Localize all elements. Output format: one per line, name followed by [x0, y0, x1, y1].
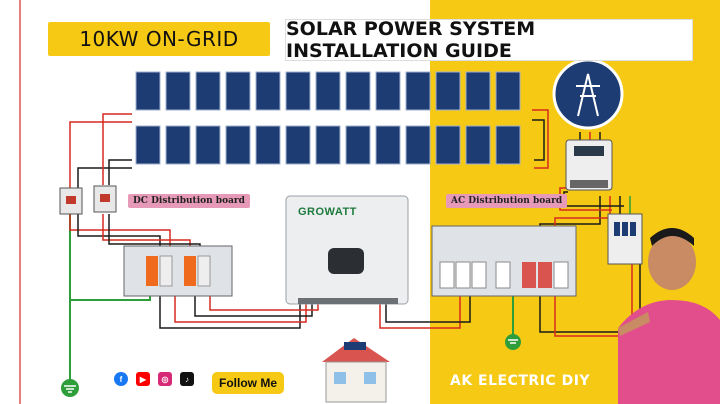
channel-name: AK ELECTRIC DIY: [450, 373, 591, 389]
facebook-icon[interactable]: f: [114, 372, 128, 386]
main-breaker: [607, 213, 643, 265]
follow-me-label: Follow Me: [219, 376, 277, 390]
house-illustration: [322, 338, 390, 403]
presenter-figure: [618, 228, 720, 404]
dc-board-label: DC Distribution board: [128, 194, 250, 208]
dc-isolator-switch-1: [59, 187, 83, 215]
tiktok-icon[interactable]: ♪: [180, 372, 194, 386]
system-capacity-text: 10KW ON-GRID: [79, 27, 239, 51]
ac-board-label: AC Distribution board: [446, 194, 568, 208]
string-wires: [69, 109, 641, 337]
inverter-brand-label: GROWATT: [298, 206, 357, 218]
ground-wires: [69, 212, 514, 380]
guide-title-banner: SOLAR POWER SYSTEM INSTALLATION GUIDE: [286, 18, 692, 62]
follow-me-button[interactable]: Follow Me: [212, 372, 284, 394]
system-capacity-badge: 10KW ON-GRID: [48, 22, 270, 56]
inverter-unit: [285, 195, 409, 305]
guide-title-text: SOLAR POWER SYSTEM INSTALLATION GUIDE: [286, 18, 536, 62]
utility-tower-icon: [552, 58, 624, 130]
energy-meter: [565, 139, 613, 191]
dc-isolator-switch-2: [93, 185, 117, 213]
ground-symbol-left: [61, 379, 79, 397]
youtube-icon[interactable]: ▶: [136, 372, 150, 386]
ac-distribution-board: [431, 225, 577, 297]
instagram-icon[interactable]: ◎: [158, 372, 172, 386]
social-links: f ▶ ◎ ♪: [114, 372, 194, 386]
ground-symbol-right: [505, 334, 521, 350]
solar-panel-row-bottom: [135, 125, 521, 165]
solar-panel-row-top: [135, 71, 521, 111]
dc-distribution-board: [123, 245, 233, 297]
